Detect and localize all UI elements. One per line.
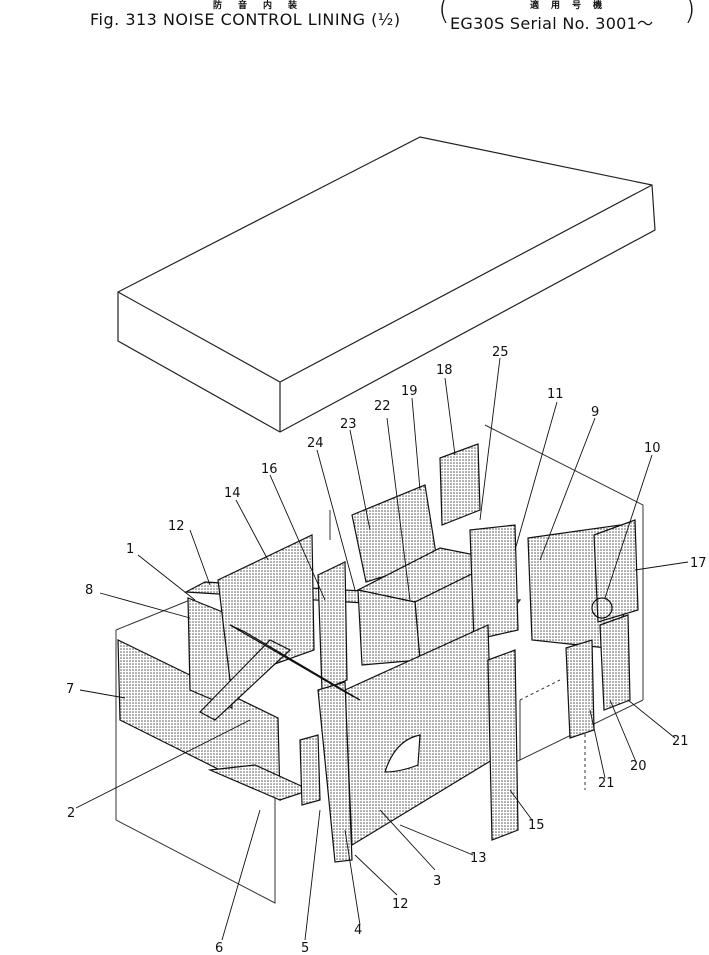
fitting-10 — [591, 597, 613, 619]
callout-18: 18 — [436, 363, 453, 378]
panel-16 — [317, 561, 348, 691]
callout-5: 5 — [301, 941, 309, 955]
callout-13: 13 — [470, 851, 487, 866]
callout-15: 15 — [528, 818, 545, 833]
left-paren: ( — [438, 0, 450, 27]
callout-11: 11 — [547, 387, 564, 402]
panel-6 — [207, 764, 312, 801]
panel-2-beam — [199, 639, 292, 721]
callout-10: 10 — [644, 441, 661, 456]
roof-cover — [117, 136, 656, 433]
callout-21-left: 21 — [598, 776, 615, 791]
callout-3: 3 — [433, 874, 441, 889]
callout-labels: 1 2 3 4 5 6 7 8 9 10 11 12 12 13 14 15 1… — [66, 345, 707, 955]
callout-9: 9 — [591, 405, 599, 420]
callout-12-bottom: 12 — [392, 897, 409, 912]
callout-24: 24 — [307, 436, 324, 451]
panel-8 — [187, 597, 233, 709]
panel-4 — [317, 681, 353, 863]
figure-title: Fig. 313 NOISE CONTROL LINING (½) — [90, 10, 401, 29]
callout-6: 6 — [215, 941, 223, 955]
lining-panels — [117, 443, 639, 863]
panel-5 — [299, 734, 321, 806]
callout-21-right: 21 — [672, 734, 689, 749]
callout-19: 19 — [401, 384, 418, 399]
panel-11 — [469, 524, 519, 641]
callout-4: 4 — [354, 923, 362, 938]
panel-18 — [439, 443, 481, 526]
callout-12-top: 12 — [168, 519, 185, 534]
callout-20: 20 — [630, 759, 647, 774]
callout-17: 17 — [690, 556, 707, 571]
callout-16: 16 — [261, 462, 278, 477]
japanese-title: 防音内装 — [213, 1, 314, 11]
panel-14 — [217, 534, 315, 681]
callout-1: 1 — [126, 542, 134, 557]
panel-21 — [565, 639, 595, 739]
callout-23: 23 — [340, 417, 357, 432]
callout-22: 22 — [374, 399, 391, 414]
panel-15 — [487, 649, 519, 841]
serial-range: EG30S Serial No. 3001～ — [450, 14, 654, 33]
callout-8: 8 — [85, 583, 93, 598]
callout-2: 2 — [67, 806, 75, 821]
panel-24 — [357, 589, 421, 666]
callout-14: 14 — [224, 486, 241, 501]
access-hole — [384, 734, 421, 773]
panel-20 — [599, 614, 631, 711]
leader-lines — [75, 357, 689, 941]
callout-7: 7 — [66, 682, 74, 697]
panel-17 — [593, 519, 639, 623]
japanese-applicable-label: 適用号機 — [530, 1, 615, 11]
right-paren: ) — [684, 0, 696, 27]
callout-25: 25 — [492, 345, 509, 360]
panel-beam-long — [229, 624, 361, 701]
